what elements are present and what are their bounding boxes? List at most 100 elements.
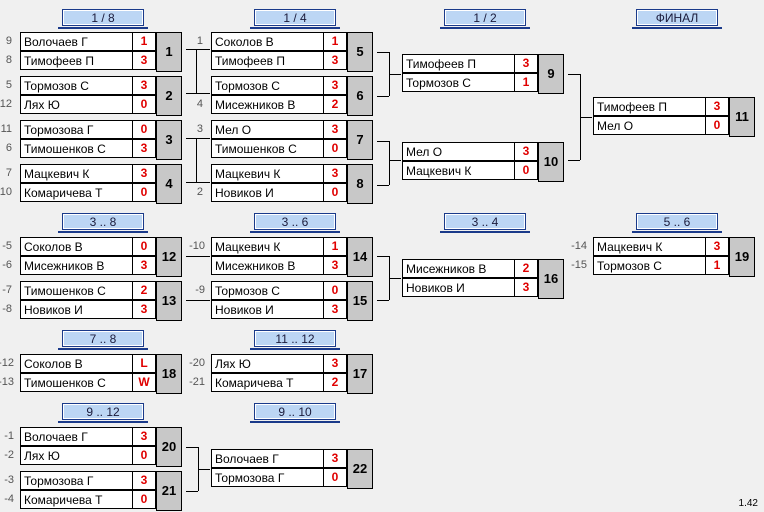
header-place-5-6: 5 .. 6 [632,213,722,233]
header-semifinal: 1 / 2 [440,9,530,29]
score: 3 [705,238,728,255]
player-name: Мел О [406,145,443,159]
player-slot: Новиков И 3 [402,278,538,297]
player-name: Лях Ю [215,357,251,371]
player-name: Тормозова Г [24,123,94,137]
match-number: 17 [347,354,373,394]
score: 3 [323,165,346,182]
player-name: Комаричева Т [24,493,103,507]
score: 3 [132,140,155,157]
player-name: Комаричева Т [215,376,294,390]
score: 3 [323,257,346,274]
player-name: Новиков И [24,303,83,317]
score: 3 [132,165,155,182]
match-number: 2 [156,76,182,116]
connector-line [389,278,401,279]
score: 3 [132,77,155,94]
score: 3 [705,98,728,115]
connector-line [186,300,210,301]
score: 0 [132,238,155,255]
connector-line [186,447,198,448]
score: 0 [132,447,155,464]
player-name: Мисежников В [24,259,105,273]
player-name: Мацкевич К [215,167,281,181]
header-place-11-12: 11 .. 12 [250,330,340,350]
seed-number: 4 [196,98,203,110]
match-number: 4 [156,164,182,204]
score: 3 [323,52,346,69]
player-name: Мацкевич К [597,240,663,254]
player-name: Тормозов С [215,79,280,93]
score: 3 [323,301,346,318]
score: 3 [323,450,346,467]
match-number: 13 [156,281,182,321]
match-number: 9 [538,54,564,94]
score: 3 [132,472,155,489]
player-name: Новиков И [406,281,465,295]
player-name: Тормозов С [406,76,471,90]
connector-line [389,74,401,75]
player-slot: Мел О 0 [593,116,729,135]
match-number: 14 [347,237,373,277]
seed-number: -2 [4,449,14,461]
player-name: Тормозова Г [24,474,94,488]
seed-number: -7 [2,284,12,296]
match-number: 16 [538,259,564,299]
connector-line [377,185,389,186]
seed-number: 6 [5,142,12,154]
score: 1 [132,33,155,50]
seed-number: -13 [0,376,14,388]
score: 3 [514,143,537,160]
connector-line [568,74,580,75]
player-name: Лях Ю [24,98,60,112]
score: W [132,374,155,391]
score: 0 [705,117,728,134]
seed-number: 10 [0,186,12,198]
seed-number: 9 [5,35,12,47]
score: 3 [323,121,346,138]
player-name: Волочаев Г [24,430,88,444]
player-name: Мисежников В [215,98,296,112]
player-name: Волочаев Г [215,452,279,466]
score: 0 [323,282,346,299]
score: 0 [514,162,537,179]
player-name: Мацкевич К [215,240,281,254]
player-name: Мел О [597,119,634,133]
seed-number: -5 [2,240,12,252]
score: 0 [132,96,155,113]
player-slot: Тормозова Г 3 [20,471,156,490]
player-slot: Тимошенков С W [20,373,156,392]
player-name: Тимошенков С [215,142,297,156]
match-number: 10 [538,142,564,182]
connector-line [377,300,389,301]
match-number: 1 [156,32,182,72]
seed-number: -8 [2,303,12,315]
seed-number: 11 [0,123,12,135]
score: 1 [323,33,346,50]
player-name: Тимошенков С [24,376,106,390]
score: 2 [132,282,155,299]
player-slot: Волочаев Г 1 [20,32,156,51]
score: 3 [514,279,537,296]
score: 3 [514,55,537,72]
header-place-3-4: 3 .. 4 [440,213,530,233]
seed-number: 2 [196,186,203,198]
connector-line [186,138,210,139]
player-name: Волочаев Г [24,35,88,49]
score: 1 [705,257,728,274]
